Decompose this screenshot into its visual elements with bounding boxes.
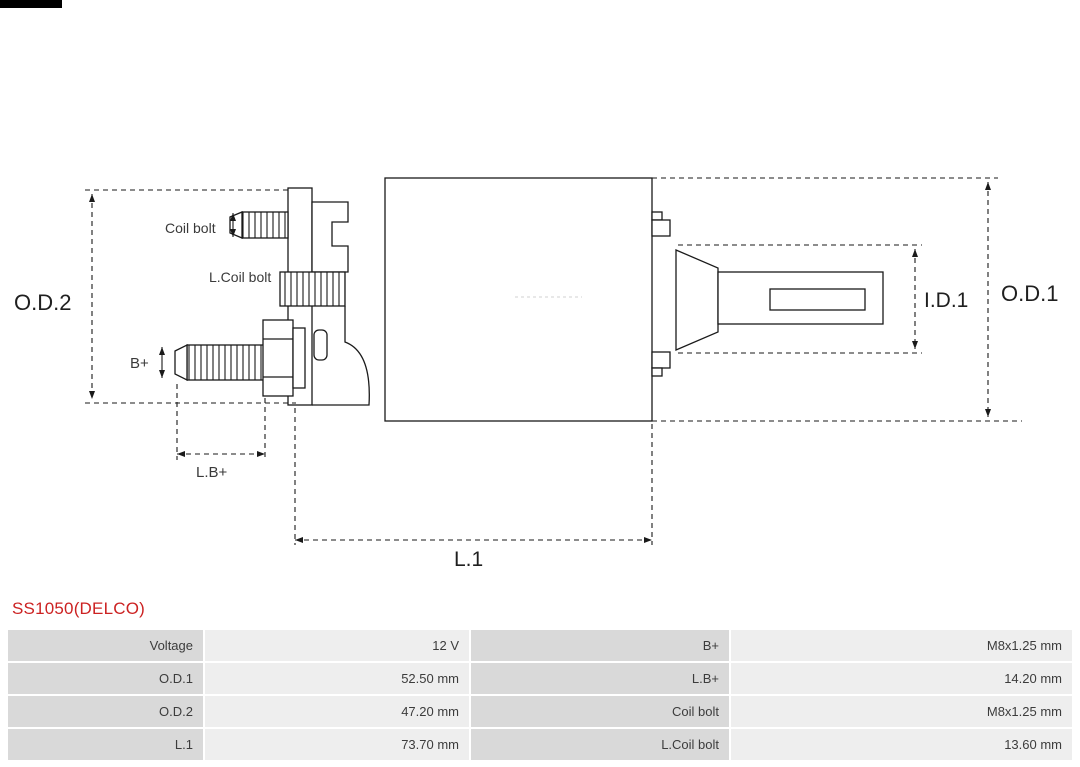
solenoid-geometry — [174, 177, 884, 422]
dim-label-id1: I.D.1 — [924, 289, 968, 312]
spec-value: M8x1.25 mm — [731, 630, 1072, 661]
b-plus-stud — [174, 343, 266, 382]
dim-lb-plus — [176, 384, 266, 460]
spec-label: B+ — [471, 630, 729, 661]
spec-value: 14.20 mm — [731, 663, 1072, 694]
spec-label: Voltage — [8, 630, 203, 661]
b-plus-nut — [262, 319, 328, 397]
solenoid-technical-drawing: O.D.2 O.D.1 I.D.1 L.1 Coil bolt L.Coil b… — [14, 177, 1058, 571]
spec-value: 52.50 mm — [205, 663, 469, 694]
solenoid-main-body — [384, 177, 653, 422]
dim-label-b-plus: B+ — [130, 355, 149, 372]
product-title: SS1050(DELCO) — [12, 599, 145, 618]
rear-bottom-tab — [651, 351, 671, 377]
spec-label: O.D.2 — [8, 696, 203, 727]
rear-top-tab — [651, 211, 671, 237]
dim-label-lb-plus: L.B+ — [196, 464, 228, 481]
coil-bolt-bushing — [279, 271, 346, 307]
dim-od1 — [652, 177, 1022, 422]
spec-label: Coil bolt — [471, 696, 729, 727]
dimension-labels: O.D.2 O.D.1 I.D.1 L.1 Coil bolt L.Coil b… — [14, 220, 1058, 571]
coil-bolt-stud — [229, 211, 289, 239]
bracket-foot — [312, 306, 370, 406]
dim-label-od2: O.D.2 — [14, 290, 71, 315]
spec-label: O.D.1 — [8, 663, 203, 694]
spec-value: 47.20 mm — [205, 696, 469, 727]
cap-block — [311, 201, 349, 273]
spec-label: L.B+ — [471, 663, 729, 694]
spec-table: Voltage 12 V B+ M8x1.25 mm O.D.1 52.50 m… — [8, 630, 1072, 760]
plunger-cone — [675, 249, 719, 351]
dim-label-coil-bolt: Coil bolt — [165, 220, 216, 236]
spec-label: L.1 — [8, 729, 203, 760]
dim-od2 — [85, 189, 296, 404]
spec-label: L.Coil bolt — [471, 729, 729, 760]
spec-value: 73.70 mm — [205, 729, 469, 760]
dim-label-l-coil-bolt: L.Coil bolt — [209, 269, 271, 285]
spec-value: 13.60 mm — [731, 729, 1072, 760]
spec-value: M8x1.25 mm — [731, 696, 1072, 727]
dim-id1 — [678, 244, 922, 354]
dim-label-od1: O.D.1 — [1001, 281, 1058, 306]
top-left-artifact-bar — [0, 0, 62, 8]
spec-value: 12 V — [205, 630, 469, 661]
dim-l1 — [294, 408, 653, 545]
dimension-lines — [85, 177, 1022, 545]
dim-label-l1: L.1 — [454, 548, 483, 571]
plunger-slot — [769, 288, 866, 311]
